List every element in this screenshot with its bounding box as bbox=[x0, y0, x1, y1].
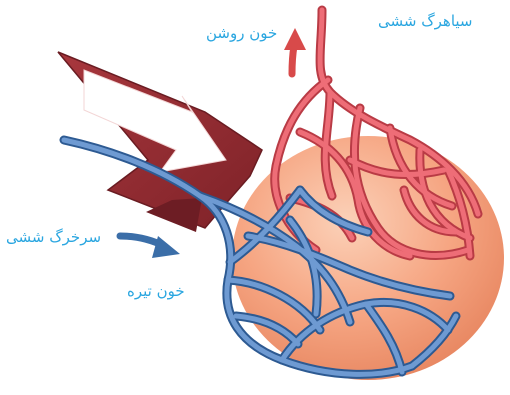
label-pulmonary-vein: سیاهرگ ششی bbox=[378, 14, 473, 29]
label-pulmonary-artery: سرخرگ ششی bbox=[6, 230, 101, 245]
deoxygenated-flow-arrow bbox=[120, 236, 180, 258]
oxygenated-flow-arrow bbox=[284, 28, 306, 74]
label-oxygenated-blood: خون روشن bbox=[206, 26, 277, 41]
label-deoxygenated-blood: خون تیره bbox=[127, 284, 185, 299]
